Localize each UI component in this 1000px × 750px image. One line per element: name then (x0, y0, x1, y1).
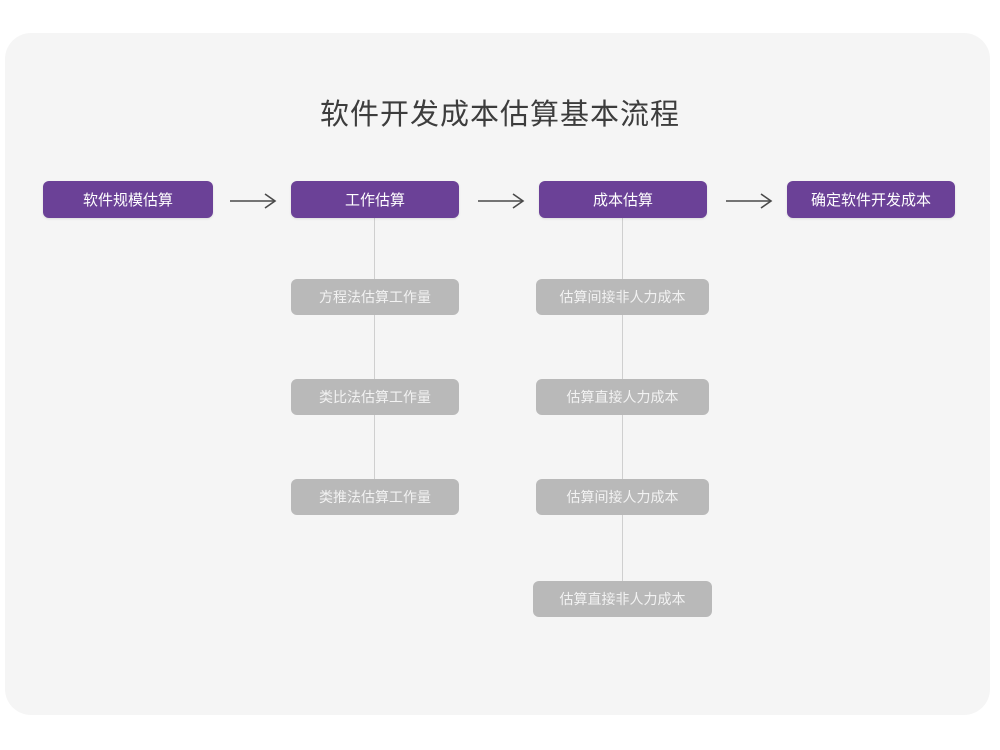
diagram-card (5, 33, 990, 715)
substep-node-label: 估算间接非人力成本 (559, 289, 686, 305)
stage-node-4[interactable]: 确定软件开发成本 (787, 181, 955, 218)
stage-node-1[interactable]: 软件规模估算 (43, 181, 213, 218)
substep-node[interactable]: 估算直接人力成本 (536, 379, 709, 415)
substep-node[interactable]: 方程法估算工作量 (291, 279, 459, 315)
connector-line-stage-2 (374, 218, 375, 510)
substep-node-label: 估算直接人力成本 (566, 389, 679, 405)
page-title: 软件开发成本估算基本流程 (319, 99, 680, 131)
stage-node-2-label: 工作估算 (344, 192, 405, 209)
stage-node-2[interactable]: 工作估算 (291, 181, 459, 218)
substep-node[interactable]: 类推法估算工作量 (291, 479, 459, 515)
long-right-arrow-icon (476, 190, 528, 212)
long-right-arrow-icon (228, 190, 280, 212)
substep-node[interactable]: 估算间接人力成本 (536, 479, 709, 515)
long-right-arrow-icon (724, 190, 776, 212)
substep-node-label: 方程法估算工作量 (319, 289, 431, 305)
stage-node-4-label: 确定软件开发成本 (810, 192, 931, 209)
stage-node-3-label: 成本估算 (592, 192, 653, 209)
substep-node-label: 类比法估算工作量 (319, 389, 431, 405)
substep-node-label: 估算间接人力成本 (566, 489, 679, 505)
substep-node-label: 类推法估算工作量 (319, 489, 431, 505)
substep-node-label: 估算直接非人力成本 (559, 591, 686, 607)
substep-node[interactable]: 估算间接非人力成本 (536, 279, 709, 315)
substep-node[interactable]: 类比法估算工作量 (291, 379, 459, 415)
stage-node-1-label: 软件规模估算 (82, 192, 173, 209)
stage-node-3[interactable]: 成本估算 (539, 181, 707, 218)
substep-node[interactable]: 估算直接非人力成本 (533, 581, 712, 617)
